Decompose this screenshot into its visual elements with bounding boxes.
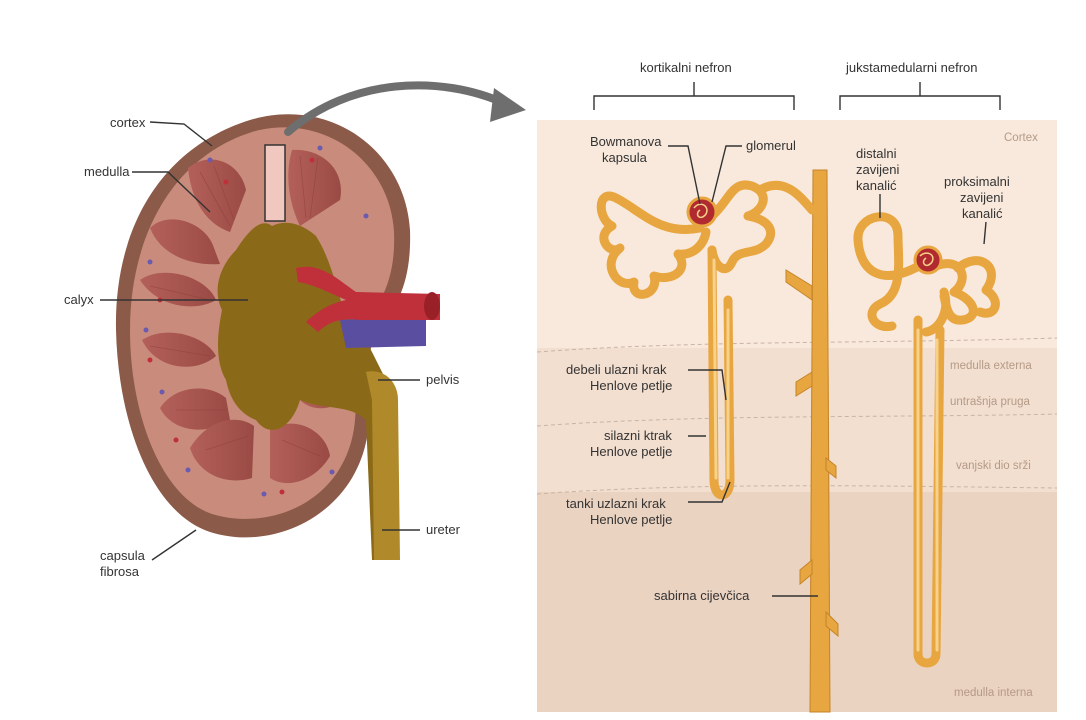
- cortex-label: cortex: [110, 115, 146, 130]
- nephron-region-box: [265, 145, 285, 221]
- zone-inner-stripe-label: untrašnja pruga: [950, 396, 1031, 408]
- bowman-capsule-label-line1: Bowmanova: [590, 134, 662, 149]
- proximal-tubule-label-line2: zavijeni: [960, 190, 1003, 205]
- zone-medulla-externa-label: medulla externa: [950, 360, 1032, 372]
- pelvis-label: pelvis: [426, 372, 460, 387]
- thin-ascending-label-line1: tanki uzlazni krak: [566, 496, 666, 511]
- descending-limb-label-line2: Henlove petlje: [590, 444, 672, 459]
- zone-outer-medulla-label: vanjski dio srži: [956, 460, 1031, 472]
- medulla-label: medulla: [84, 164, 130, 179]
- capsula-label-line2: fibrosa: [100, 564, 140, 579]
- zone-cortex-label: Cortex: [1004, 132, 1038, 144]
- glomerulus-juxtamedullary: [915, 247, 941, 273]
- juxtamedullary-nephron-header: jukstamedularni nefron: [845, 60, 978, 75]
- zoom-arrow-head: [490, 88, 526, 122]
- calyx-label: calyx: [64, 292, 94, 307]
- distal-tubule-label-line3: kanalić: [856, 178, 897, 193]
- proximal-tubule-label-line3: kanalić: [962, 206, 1003, 221]
- thin-ascending-label-line2: Henlove petlje: [590, 512, 672, 527]
- kidney: [116, 85, 526, 560]
- brackets: [594, 82, 1000, 110]
- distal-tubule-label-line2: zavijeni: [856, 162, 899, 177]
- glomerulus-cortical: [688, 198, 716, 226]
- descending-limb-label-line1: silazni ktrak: [604, 428, 672, 443]
- thick-ascending-label-line2: Henlove petlje: [590, 378, 672, 393]
- zone-medulla-interna-label: medulla interna: [954, 687, 1033, 699]
- renal-vein: [340, 316, 426, 348]
- capsula-label-line1: capsula: [100, 548, 146, 563]
- bowman-capsule-label-line2: kapsula: [602, 150, 648, 165]
- cortical-nephron-header: kortikalni nefron: [640, 60, 732, 75]
- ureter-label: ureter: [426, 522, 461, 537]
- thick-ascending-label-line1: debeli ulazni krak: [566, 362, 667, 377]
- distal-tubule-label-line1: distalni: [856, 146, 897, 161]
- proximal-tubule-label-line1: proksimalni: [944, 174, 1010, 189]
- collecting-duct-label: sabirna cijevčica: [654, 588, 750, 603]
- glomerulus-label: glomerul: [746, 138, 796, 153]
